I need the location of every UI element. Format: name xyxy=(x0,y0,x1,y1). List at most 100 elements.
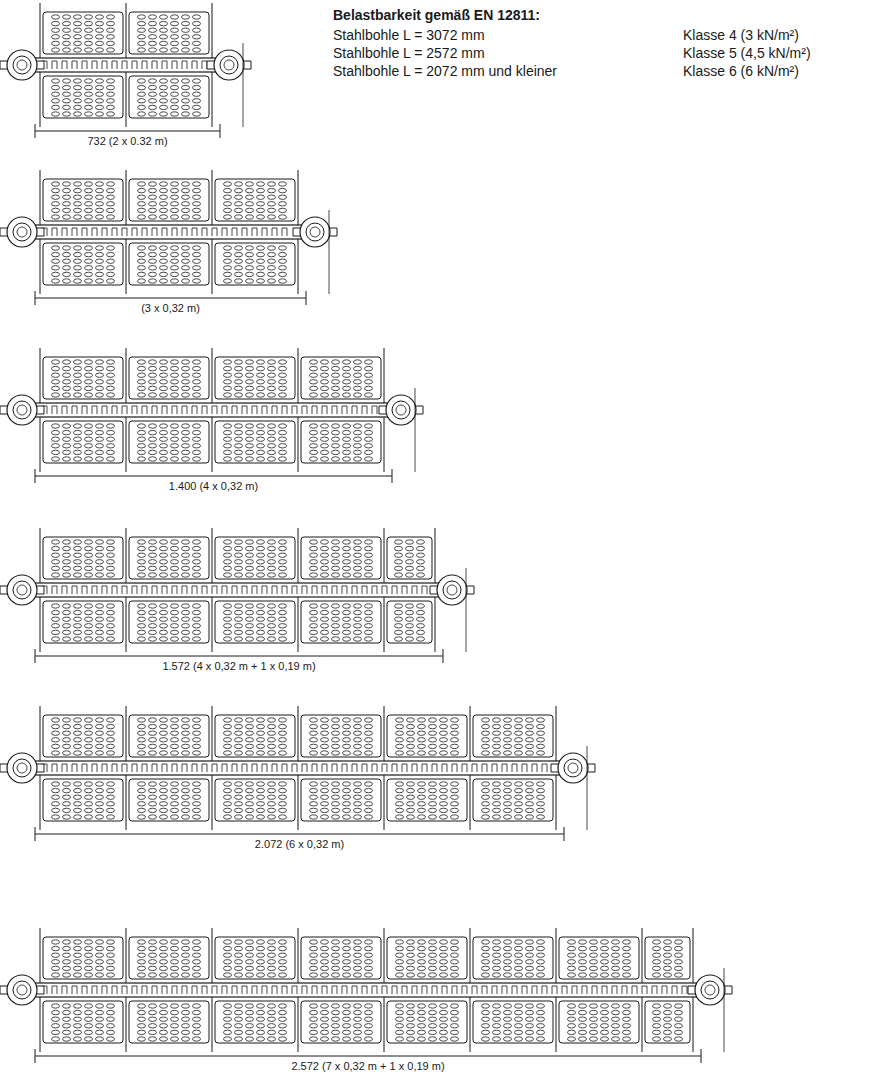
perforation xyxy=(482,744,490,748)
perforation xyxy=(493,751,501,755)
perforation xyxy=(193,99,201,103)
perforation xyxy=(193,960,201,964)
perforation xyxy=(332,1004,340,1008)
perforation xyxy=(171,272,179,276)
perforation xyxy=(85,946,93,950)
plank-panel xyxy=(387,601,432,643)
plank-hook xyxy=(62,61,67,69)
perforation xyxy=(193,259,201,263)
perforation xyxy=(63,540,71,544)
plank-hook xyxy=(202,406,207,414)
perforation xyxy=(182,788,190,792)
perforation xyxy=(235,360,243,364)
perforation xyxy=(96,85,104,89)
perforation xyxy=(257,195,265,199)
perforation xyxy=(246,1017,254,1021)
standard-tube xyxy=(214,50,244,80)
plank-hook xyxy=(52,228,57,236)
perforation xyxy=(193,973,201,977)
perforation xyxy=(537,795,545,799)
plank-hook xyxy=(132,406,137,414)
standard-tube xyxy=(558,753,588,783)
perforation xyxy=(310,437,318,441)
perforation xyxy=(354,560,362,564)
perforation xyxy=(96,540,104,544)
perforation xyxy=(96,112,104,116)
perforation xyxy=(193,373,201,377)
perforation xyxy=(332,744,340,748)
perforation xyxy=(365,782,373,786)
perforation xyxy=(354,573,362,577)
perforation xyxy=(52,21,60,25)
perforation xyxy=(160,366,168,370)
plank-hook xyxy=(202,61,207,69)
perforation xyxy=(171,610,179,614)
perforation xyxy=(515,782,523,786)
perforation xyxy=(224,630,232,634)
perforation xyxy=(493,718,501,722)
perforation xyxy=(171,360,179,364)
perforation xyxy=(138,279,146,283)
perforation xyxy=(279,393,287,397)
perforation xyxy=(193,610,201,614)
perforation xyxy=(482,724,490,728)
perforation xyxy=(365,540,373,544)
perforation xyxy=(332,815,340,819)
plank-panel xyxy=(301,715,381,757)
perforation xyxy=(406,573,414,577)
perforation xyxy=(149,386,157,390)
perforation xyxy=(418,802,426,806)
perforation xyxy=(279,953,287,957)
perforation xyxy=(332,366,340,370)
perforation xyxy=(279,1037,287,1041)
perforation xyxy=(321,940,329,944)
perforation xyxy=(52,366,60,370)
perforation xyxy=(279,457,287,461)
perforation xyxy=(182,953,190,957)
perforation xyxy=(224,1030,232,1034)
perforation xyxy=(279,553,287,557)
perforation xyxy=(138,610,146,614)
perforation xyxy=(52,28,60,32)
perforation xyxy=(224,266,232,270)
perforation xyxy=(171,35,179,39)
perforation xyxy=(160,457,168,461)
plank-hook xyxy=(482,764,487,772)
perforation xyxy=(85,246,93,250)
perforation xyxy=(395,573,403,577)
perforation xyxy=(63,457,71,461)
perforation xyxy=(171,573,179,577)
perforation xyxy=(365,366,373,370)
perforation xyxy=(246,946,254,950)
perforation xyxy=(365,573,373,577)
plank-hook xyxy=(252,406,257,414)
perforation xyxy=(246,202,254,206)
perforation xyxy=(171,744,179,748)
perforation xyxy=(246,1024,254,1028)
perforation xyxy=(257,630,265,634)
perforation xyxy=(343,782,351,786)
perforation xyxy=(537,738,545,742)
perforation xyxy=(96,380,104,384)
perforation xyxy=(85,637,93,641)
perforation xyxy=(321,386,329,390)
plank-hook xyxy=(332,406,337,414)
perforation xyxy=(149,208,157,212)
perforation xyxy=(85,279,93,283)
perforation xyxy=(182,617,190,621)
perforation xyxy=(160,540,168,544)
perforation xyxy=(332,960,340,964)
perforation xyxy=(74,41,82,45)
perforation xyxy=(235,724,243,728)
perforation xyxy=(160,560,168,564)
perforation xyxy=(63,624,71,628)
perforation xyxy=(504,815,512,819)
perforation xyxy=(107,182,115,186)
perforation xyxy=(332,444,340,448)
perforation xyxy=(235,808,243,812)
plank-hook xyxy=(72,764,77,772)
plank-hook xyxy=(242,228,247,236)
perforation xyxy=(74,1017,82,1021)
perforation xyxy=(52,1024,60,1028)
perforation xyxy=(279,788,287,792)
